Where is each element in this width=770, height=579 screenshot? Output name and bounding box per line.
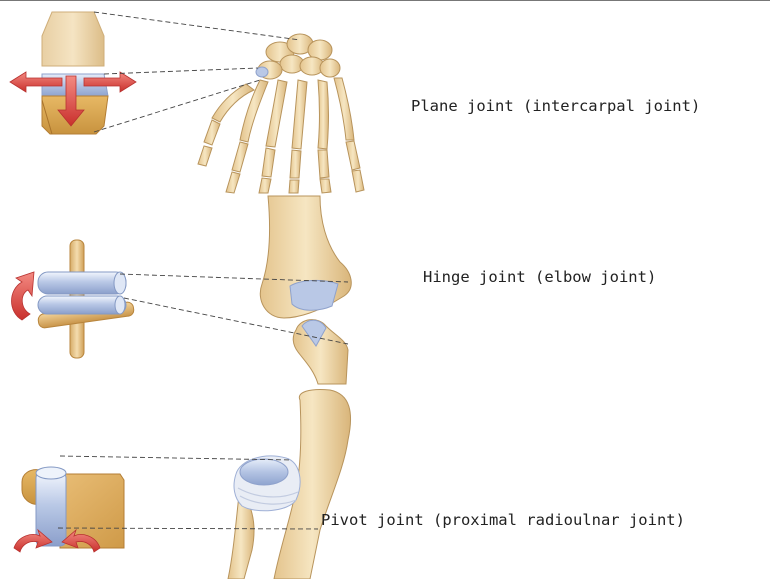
top-border	[0, 0, 770, 1]
hinge-rotation-arrow-icon	[11, 271, 35, 321]
plane-motion-arrows-icon	[9, 71, 137, 127]
pivot-rotation-arrows-icon	[13, 528, 101, 553]
pivot-joint-label: Pivot joint (proximal radioulnar joint)	[321, 511, 685, 529]
hand-bones-illustration	[197, 33, 365, 194]
elbow-bones-illustration	[259, 195, 352, 385]
forearm-bones-illustration	[227, 389, 351, 579]
leader-lines	[57, 11, 349, 530]
pivot-joint-model	[21, 466, 125, 549]
hinge-joint-model	[37, 239, 135, 359]
hinge-joint-label: Hinge joint (elbow joint)	[423, 268, 657, 286]
plane-joint-label: Plane joint (intercarpal joint)	[411, 97, 701, 115]
